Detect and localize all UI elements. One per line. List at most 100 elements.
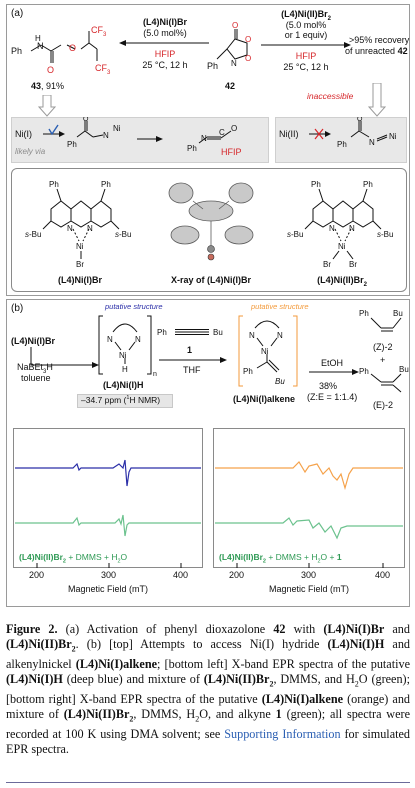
br-right-2: Br [349,260,357,269]
right-reaction-arrow [261,42,351,48]
nmr-label: –34.7 ppm (1H NMR) [81,395,161,405]
z-alkene-structure: Ph Bu [359,309,403,332]
struct-mid-label: X-ray of (L4)Ni(I)Br [170,275,251,285]
mechanism-box-left [11,117,269,163]
ligand-nii-br-structure: Ph Ph s -Bu s -Bu N N Ni Br [25,180,131,269]
mech-hfip-label: HFIP [221,147,242,157]
product-label: 43, 91% [31,81,65,91]
hyd-n-sub: n [153,371,157,378]
mech-o-1: O [83,117,89,123]
mech-nii2-label: Ni(II) [279,129,299,139]
solvent-right: HFIP [295,51,317,61]
alk-bu: Bu [213,328,223,337]
down-arrow-right [367,83,387,117]
cf3-bottom-label: CF [95,63,107,73]
xray-structure [168,182,254,261]
e-ph: Ph [359,367,369,376]
alkene-structure: N N Ni Ph Bu [238,315,298,387]
catalyst-left: (L4)Ni(I)Br [143,17,187,27]
sbu-l-2-tail: -Bu [291,230,303,239]
sbu-r: s [115,230,119,239]
epr-right-green-trace [215,517,403,540]
start-label: (L4)Ni(I)Br [11,336,55,346]
n-r: N [87,224,93,233]
br-center: Br [76,260,84,269]
epr-right-tick-400: 400 [375,570,391,580]
mech-ph-1: Ph [67,140,77,149]
mech-ph-2: Ph [187,144,197,153]
supporting-info-link[interactable]: Supporting Information [224,727,341,742]
panel-b: (b) (L4)Ni(I)Br NaBEt3H toluene putative… [6,299,410,607]
product-43-structure: Ph H N O O CF 3 CF 3 [11,25,111,76]
mech-c-2: C [219,128,225,137]
ratio-label: (Z:E = 1:1.4) [307,392,358,402]
n-l-2: N [329,224,335,233]
nh-label: H [35,34,41,43]
down-arrow-left [37,95,57,117]
mech-o-2: O [231,124,237,133]
epr-right-xlabel: Magnetic Field (mT) [268,584,349,594]
ni-center-2: Ni [338,242,346,251]
structure-box [11,168,407,292]
caption-fig-label: Figure 2. [6,622,58,636]
epr-left-xlabel: Magnetic Field (mT) [67,584,148,594]
alkene-label: (L4)Ni(I)alkene [233,394,296,404]
sbu-l-2: s [287,230,291,239]
hydride-arrow [30,347,99,368]
hyd-h: H [122,365,128,374]
alk-bu-sub: Bu [275,377,285,386]
sbu-r-tail: -Bu [119,230,131,239]
alk-ph: Ph [157,328,167,337]
plus-sign: + [380,355,386,365]
reagent-label: NaBEt3H [17,362,53,375]
ph-tl: Ph [49,180,59,189]
panel-a-label: (a) [11,8,24,19]
mech-likely-label: likely via [15,147,46,156]
alkyne-arrow [159,357,227,363]
o-ring2: O [245,54,251,63]
epr-right-tick-300: 300 [301,570,317,580]
mechanism-scheme-left: Ph O N Ni Ph N C O [43,117,237,153]
epr-left-tick-400: 400 [173,570,189,580]
alk-ni: Ni [261,347,269,356]
ph-tr: Ph [101,180,111,189]
figure-caption: Figure 2. (a) Activation of phenyl dioxa… [6,622,411,757]
xray-ni-atom [207,245,215,253]
n-l: N [67,224,73,233]
ligand-niii-br2-structure: Ph Ph s -Bu s -Bu N N Ni Br Br [287,180,393,269]
cf3-top-label: CF [91,25,103,35]
loading-left: (5.0 mol%) [143,28,187,38]
alk-n-r: N [277,331,283,340]
struct-left-label: (L4)Ni(I)Br [58,275,102,285]
hyd-ni: Ni [119,351,127,360]
alk-n-l: N [249,331,255,340]
substrate-label: 42 [225,81,236,91]
epr-left-tick-200: 200 [29,570,45,580]
panel-a: (a) Ph H N O O CF 3 CF 3 43, 91% (L4)Ni(… [6,4,410,296]
alkyne-reagent: Ph Bu [157,328,223,337]
mechanism-box-right [275,117,407,163]
e-alkene-structure: Ph Bu [359,365,409,393]
mech-nii-label: Ni(I) [15,129,32,139]
left-reaction-arrow [119,40,209,46]
catalyst-right: (L4)Ni(II)Br2 [281,9,331,22]
sbu-l-tail: -Bu [29,230,41,239]
epr-right-legend: (L4)Ni(II)Br2 + DMMS + H2O + 1 [219,552,342,565]
solvent-toluene: toluene [21,373,51,383]
mech-o-3: O [357,117,363,123]
epr-right-plot [215,461,403,568]
n-label: N [37,41,44,51]
epr-left-plot [15,459,201,568]
ph-substrate: Ph [207,61,218,71]
loading-right-2: or 1 equiv) [284,30,328,40]
caption-rule [6,782,410,783]
z-ph: Ph [359,309,369,318]
panel-b-label: (b) [11,303,24,314]
n-ring: N [231,59,237,68]
ph-label: Ph [11,46,22,56]
epr-left-green-trace [15,514,201,537]
sbu-r-2-tail: -Bu [381,230,393,239]
cond-right: 25 °C, 12 h [283,62,329,72]
epr-right-tick-200: 200 [229,570,245,580]
hyd-n-r: N [135,335,141,344]
